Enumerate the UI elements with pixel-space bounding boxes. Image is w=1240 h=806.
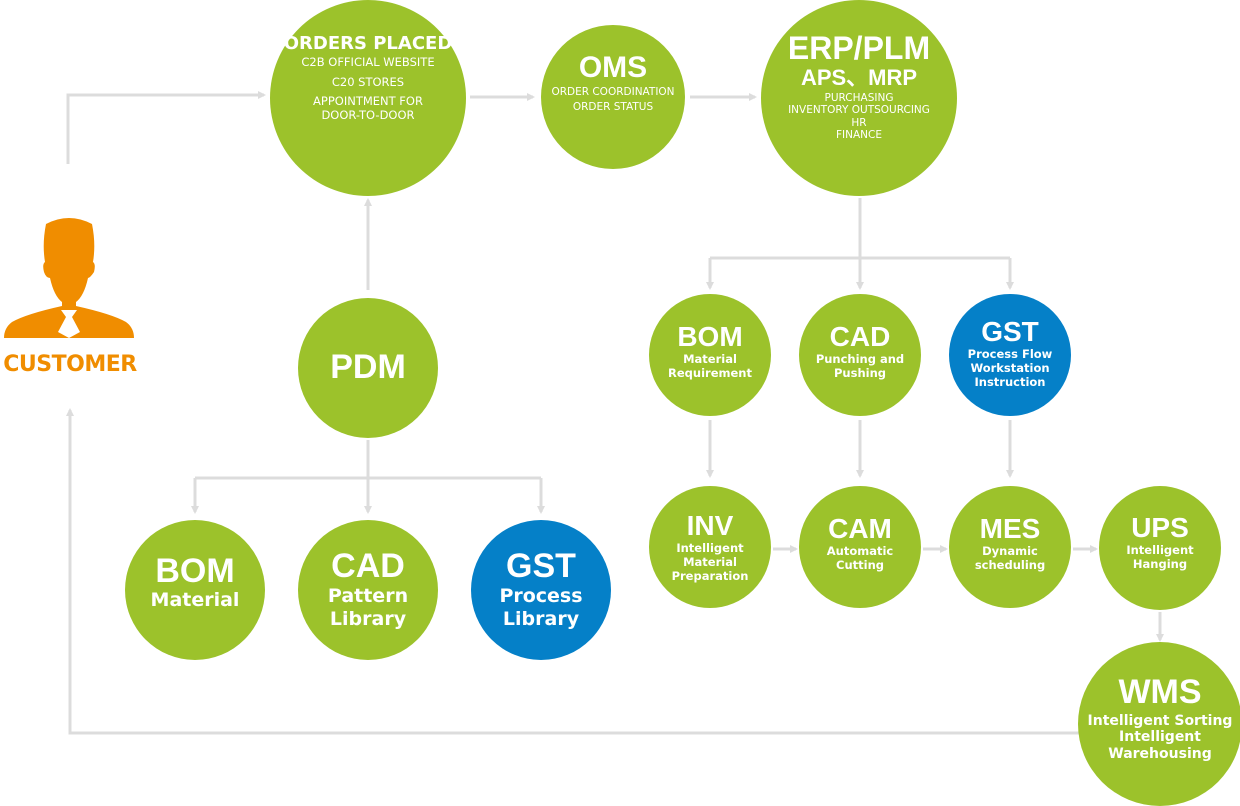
cam-line: Cutting xyxy=(836,557,884,572)
erp-gst-line: Workstation xyxy=(970,360,1050,375)
ups-title: UPS xyxy=(1131,511,1189,543)
erp-cad-line: Pushing xyxy=(833,365,886,380)
pdm-title: PDM xyxy=(330,348,406,387)
wms-title: WMS xyxy=(1118,672,1202,711)
node-cam[interactable]: CAM Automatic Cutting xyxy=(799,486,921,608)
edge-wms-to-customer xyxy=(66,408,1080,735)
orders-placed-title: ORDERS PLACED xyxy=(283,32,453,54)
erp-gst-title: GST xyxy=(981,315,1039,347)
oms-line: ORDER STATUS xyxy=(572,101,654,114)
inv-line: Material xyxy=(683,554,737,569)
erp-bom-title: BOM xyxy=(677,320,743,352)
erp-gst-line: Process Flow xyxy=(967,347,1053,361)
node-erp-bom[interactable]: BOM Material Requirement xyxy=(649,294,771,416)
node-pdm-cad[interactable]: CAD Pattern Library xyxy=(298,520,438,660)
erp-gst-line: Instruction xyxy=(974,374,1046,389)
inv-line: Intelligent xyxy=(676,541,744,555)
node-pdm-gst[interactable]: GST Process Library xyxy=(471,520,611,660)
node-mes[interactable]: MES Dynamic scheduling xyxy=(949,486,1071,608)
node-inv[interactable]: INV Intelligent Material Preparation xyxy=(649,486,771,608)
mes-title: MES xyxy=(979,512,1041,544)
erp-plm-line: PURCHASING xyxy=(824,91,894,104)
pdm-cad-line: Pattern xyxy=(327,585,409,608)
cam-line: Automatic xyxy=(826,543,894,558)
erp-bom-line: Material xyxy=(683,351,737,366)
pdm-gst-line: Library xyxy=(502,607,580,630)
ups-line: Hanging xyxy=(1132,556,1188,571)
erp-plm-line: INVENTORY OUTSOURCING xyxy=(788,104,930,117)
pdm-gst-title: GST xyxy=(506,547,576,586)
erp-plm-title: ERP/PLM xyxy=(787,29,931,66)
node-pdm[interactable]: PDM xyxy=(298,298,438,438)
node-pdm-bom[interactable]: BOM Material xyxy=(125,520,265,660)
node-orders-placed[interactable]: ORDERS PLACED C2B OFFICIAL WEBSITE C20 S… xyxy=(270,0,466,196)
orders-placed-line: APPOINTMENT FOR xyxy=(313,94,423,109)
oms-title: OMS xyxy=(578,51,648,85)
erp-plm-line: FINANCE xyxy=(836,129,882,142)
pdm-gst-line: Process xyxy=(499,585,583,608)
pdm-bom-line: Material xyxy=(150,589,240,612)
node-erp-gst[interactable]: GST Process Flow Workstation Instruction xyxy=(949,294,1071,416)
orders-placed-line: C20 STORES xyxy=(331,74,405,89)
erp-plm-subtitle: APS、MRP xyxy=(800,64,918,90)
erp-cad-line: Punching and xyxy=(815,351,905,366)
cam-title: CAM xyxy=(828,512,892,544)
node-erp-plm[interactable]: ERP/PLM APS、MRP PURCHASING INVENTORY OUT… xyxy=(761,0,957,196)
mes-line: Dynamic xyxy=(982,543,1038,558)
erp-bom-line: Requirement xyxy=(668,365,752,380)
node-erp-cad[interactable]: CAD Punching and Pushing xyxy=(799,294,921,416)
orders-placed-line: C2B OFFICIAL WEBSITE xyxy=(301,54,435,69)
oms-line: ORDER COORDINATION xyxy=(551,85,675,98)
node-wms[interactable]: WMS Intelligent Sorting Intelligent Ware… xyxy=(1078,642,1240,806)
orders-placed-line: DOOR-TO-DOOR xyxy=(321,108,415,123)
erp-plm-line: HR xyxy=(851,116,867,129)
businessman-icon xyxy=(4,218,134,338)
node-oms[interactable]: OMS ORDER COORDINATION ORDER STATUS xyxy=(541,25,685,169)
wms-line: Intelligent Sorting xyxy=(1087,712,1233,729)
inv-title: INV xyxy=(686,509,734,541)
ups-line: Intelligent xyxy=(1126,542,1194,557)
node-ups[interactable]: UPS Intelligent Hanging xyxy=(1099,486,1221,610)
customer-label: CUSTOMER xyxy=(3,352,137,377)
pdm-cad-line: Library xyxy=(329,607,407,630)
edge-customer-to-orders xyxy=(66,91,266,164)
pdm-cad-title: CAD xyxy=(331,547,405,586)
wms-line: Intelligent xyxy=(1119,729,1201,746)
pdm-bom-title: BOM xyxy=(155,551,235,590)
wms-line: Warehousing xyxy=(1108,746,1212,763)
inv-line: Preparation xyxy=(671,568,749,583)
mes-line: scheduling xyxy=(974,557,1046,572)
erp-cad-title: CAD xyxy=(829,320,891,352)
